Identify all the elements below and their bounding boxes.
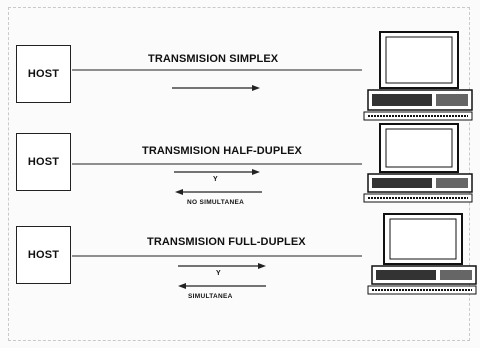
computer-terminal-icon (368, 214, 476, 294)
computer-terminal-icon (364, 124, 472, 202)
computer-terminal-icon (364, 32, 472, 120)
